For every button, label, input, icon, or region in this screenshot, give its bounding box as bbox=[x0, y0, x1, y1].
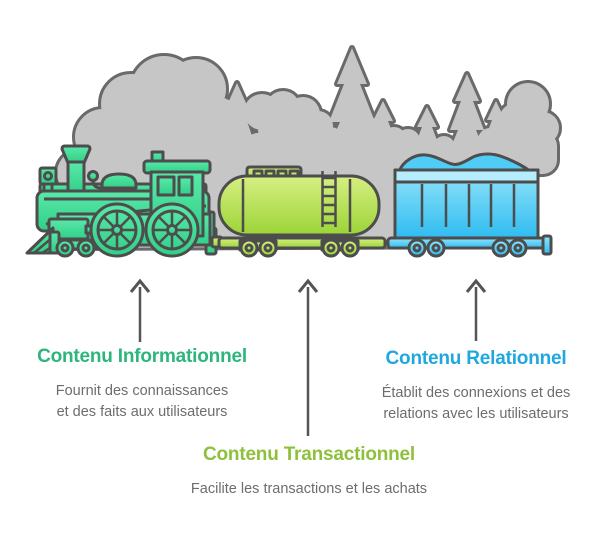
informational-desc-line2: et des faits aux utilisateurs bbox=[56, 404, 228, 420]
locomotive bbox=[25, 144, 218, 258]
relational-title: Contenu Relationnel bbox=[385, 348, 567, 369]
relational-description: Établit des connexions et des relations … bbox=[356, 383, 596, 425]
tank-ladder bbox=[321, 171, 337, 227]
pointer-arrows bbox=[129, 278, 487, 436]
label-transactional: Contenu Transactionnel Facilite les tran… bbox=[159, 444, 459, 500]
transactional-desc-line1: Facilite les transactions et les achats bbox=[190, 481, 428, 497]
drive-wheel bbox=[144, 202, 200, 258]
informational-description: Fournit des connaissances et des faits a… bbox=[22, 381, 262, 423]
transactional-title: Contenu Transactionnel bbox=[202, 444, 415, 465]
up-arrow-informational-icon bbox=[129, 278, 151, 342]
label-informational: Contenu Informationnel Fournit des conna… bbox=[22, 346, 262, 423]
relational-desc-line2: relations avec les utilisateurs bbox=[383, 406, 569, 422]
up-arrow-transactional-icon bbox=[297, 278, 319, 436]
tank-body bbox=[217, 174, 381, 237]
cab-window bbox=[177, 175, 194, 197]
transactional-description: Facilite les transactions et les achats bbox=[159, 479, 459, 500]
box-car bbox=[386, 152, 553, 258]
cab-window bbox=[156, 175, 176, 197]
drive-wheel bbox=[89, 202, 145, 258]
label-relational: Contenu Relationnel Établit des connexio… bbox=[356, 348, 596, 425]
informational-desc-line1: Fournit des connaissances bbox=[55, 383, 229, 399]
up-arrow-relational-icon bbox=[465, 278, 487, 341]
informational-title: Contenu Informationnel bbox=[37, 346, 247, 367]
tank-car bbox=[210, 165, 387, 258]
relational-desc-line1: Établit des connexions et des bbox=[381, 385, 571, 401]
